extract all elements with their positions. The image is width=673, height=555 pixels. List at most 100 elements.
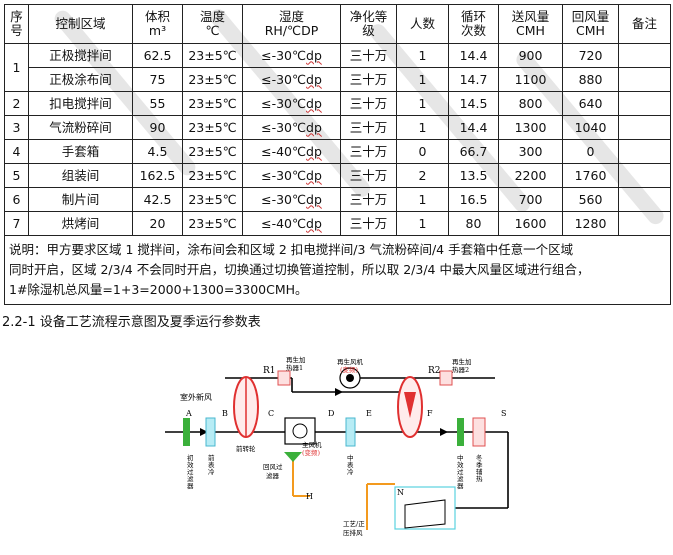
cell-seq: 1 (4, 43, 29, 92)
cell-people: 1 (396, 43, 449, 68)
wheel-label: 前转轮 (236, 444, 256, 453)
label-R1: R1 (263, 366, 276, 376)
cell-clean: 三十万 (340, 115, 397, 140)
point-A: A (185, 409, 192, 418)
midcool-coil (345, 417, 356, 447)
table-row: 1 正极搅拌间 62.5 23±5℃ ≤-30℃dp 三十万 1 14.4 90… (4, 43, 671, 92)
cell-volume: 62.5 (132, 43, 183, 68)
point-C: C (268, 409, 274, 418)
cell-clean: 三十万 (340, 43, 397, 68)
table-row: 3 气流粉碎间 90 23±5℃ ≤-30℃dp 三十万 1 14.4 1300… (4, 115, 671, 140)
cell-temp: 23±5℃ (182, 67, 243, 92)
regen-fan-label: 再生风机 (337, 357, 364, 366)
cell-cycles: 14.7 (448, 67, 499, 92)
prefilter-mark (183, 418, 190, 446)
main-fan-box (284, 417, 316, 445)
point-S: S (501, 409, 506, 418)
cell-remark (618, 163, 671, 188)
point-H: H (306, 492, 313, 501)
cell-humidity: ≤-30℃dp (242, 187, 341, 212)
cell-return: 880 (562, 67, 619, 92)
cell-clean: 三十万 (340, 139, 397, 164)
cell-clean: 三十万 (340, 187, 397, 212)
cell-temp: 23±5℃ (182, 187, 243, 212)
cell-temp: 23±5℃ (182, 91, 243, 116)
cell-return: 1280 (562, 211, 619, 236)
header-clean: 净化等级 (340, 4, 397, 44)
point-B: B (222, 409, 228, 418)
cell-remark (618, 115, 671, 140)
cell-clean: 三十万 (340, 211, 397, 236)
cell-remark (618, 67, 671, 92)
cell-supply: 1600 (498, 211, 563, 236)
note-line: 1#除湿机总风量=1+3=2000+1300=3300CMH。 (9, 282, 308, 297)
winter-heat-label: 冬季辅热 (476, 453, 483, 483)
cell-remark (618, 139, 671, 164)
cell-volume: 90 (132, 115, 183, 140)
cell-cycles: 14.4 (448, 115, 499, 140)
midcool-label: 中表冷 (347, 453, 354, 476)
table-note-row: 说明：甲方要求区域 1 搅拌间，涂布间会和区域 2 扣电搅拌间/3 气流粉碎间/… (4, 235, 671, 305)
regen-heater-2 (439, 370, 453, 386)
return-pipe (292, 460, 395, 530)
cell-clean: 三十万 (340, 163, 397, 188)
cell-return: 1760 (562, 163, 619, 188)
exhaust-label: 工艺/正压排风 (343, 520, 365, 537)
cell-humidity: ≤-30℃dp (242, 115, 341, 140)
winter-heater (472, 417, 486, 447)
cell-zone: 扣电搅拌间 (28, 91, 133, 116)
cell-people: 1 (396, 187, 449, 212)
cell-return: 720 (562, 43, 619, 68)
cell-supply: 900 (498, 43, 563, 68)
regen-fan-variable: (变频) (340, 365, 359, 374)
prefilter-label: 初效过滤器 (187, 453, 194, 490)
cell-temp: 23±5℃ (182, 139, 243, 164)
process-room-N (394, 486, 456, 530)
point-E: E (366, 409, 372, 418)
regen-heater2-label: 再生加热器2 (452, 357, 472, 374)
header-zone: 控制区域 (28, 4, 133, 44)
midfilter-label: 中效过滤器 (457, 453, 464, 490)
return-filter-label: 回风过滤器 (263, 462, 283, 480)
point-F: F (427, 409, 433, 418)
cell-temp: 23±5℃ (182, 115, 243, 140)
cell-supply: 800 (498, 91, 563, 116)
cell-temp: 23±5℃ (182, 163, 243, 188)
cell-humidity: ≤-30℃dp (242, 163, 341, 188)
cell-humidity: ≤-40℃dp (242, 211, 341, 236)
note-line: 说明：甲方要求区域 1 搅拌间，涂布间会和区域 2 扣电搅拌间/3 气流粉碎间/… (9, 242, 574, 257)
header-remark: 备注 (618, 4, 671, 44)
cell-remark (618, 187, 671, 212)
note-line: 同时开启，区域 2/3/4 不会同时开启，切换通过切换管道控制，所以取 2/3/… (9, 262, 590, 277)
cell-cycles: 13.5 (448, 163, 499, 188)
cell-remark (618, 211, 671, 236)
desiccant-wheel-2 (397, 376, 423, 438)
cell-temp: 23±5℃ (182, 43, 243, 68)
point-N: N (397, 488, 404, 497)
regen-fan (339, 367, 361, 389)
table-row: 7 烘烤间 20 23±5℃ ≤-40℃dp 三十万 1 80 1600 128… (4, 211, 671, 236)
flow-arrows (200, 388, 448, 436)
cell-people: 1 (396, 91, 449, 116)
table-row: 5 组装间 162.5 23±5℃ ≤-30℃dp 三十万 2 13.5 220… (4, 163, 671, 188)
cell-seq: 7 (4, 211, 29, 236)
supply-pipe (165, 377, 509, 509)
regen-heater1-label: 再生加热器1 (286, 355, 306, 372)
cell-people: 1 (396, 211, 449, 236)
cell-zone: 正极搅拌间 (28, 43, 133, 68)
label-R2: R2 (428, 366, 441, 376)
cell-volume: 20 (132, 211, 183, 236)
precool-coil (205, 417, 216, 447)
outdoor-label: 室外新风 (180, 392, 212, 402)
main-fan-variable: (变频) (302, 448, 321, 457)
table-row: 2 扣电搅拌间 55 23±5℃ ≤-30℃dp 三十万 1 14.5 800 … (4, 91, 671, 116)
table-row: 6 制片间 42.5 23±5℃ ≤-30℃dp 三十万 1 16.5 700 … (4, 187, 671, 212)
point-D: D (328, 409, 334, 418)
